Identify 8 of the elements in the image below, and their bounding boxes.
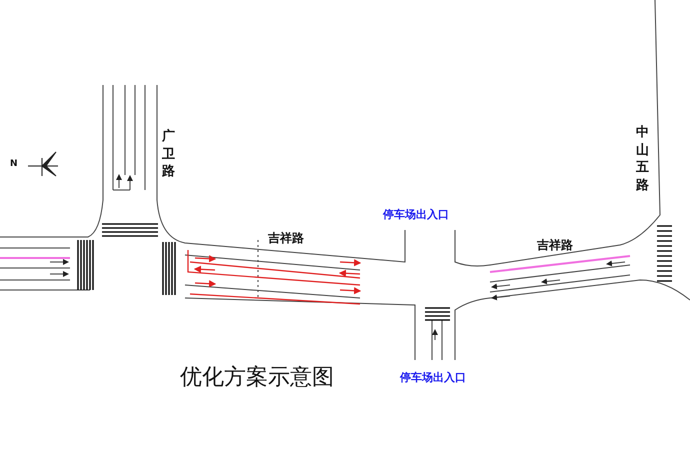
road-name: 吉祥路 [537,237,573,254]
compass-letter: N [10,159,18,169]
road-name: 吉祥路 [268,230,304,247]
road-name: 广卫路 [162,128,175,181]
road-name: 中山五路 [636,124,649,194]
diagram-title: 优化方案示意图 [180,364,334,392]
parking-entrance-label: 停车场出入口 [383,207,449,222]
parking-entrance-label: 停车场出入口 [400,370,466,385]
